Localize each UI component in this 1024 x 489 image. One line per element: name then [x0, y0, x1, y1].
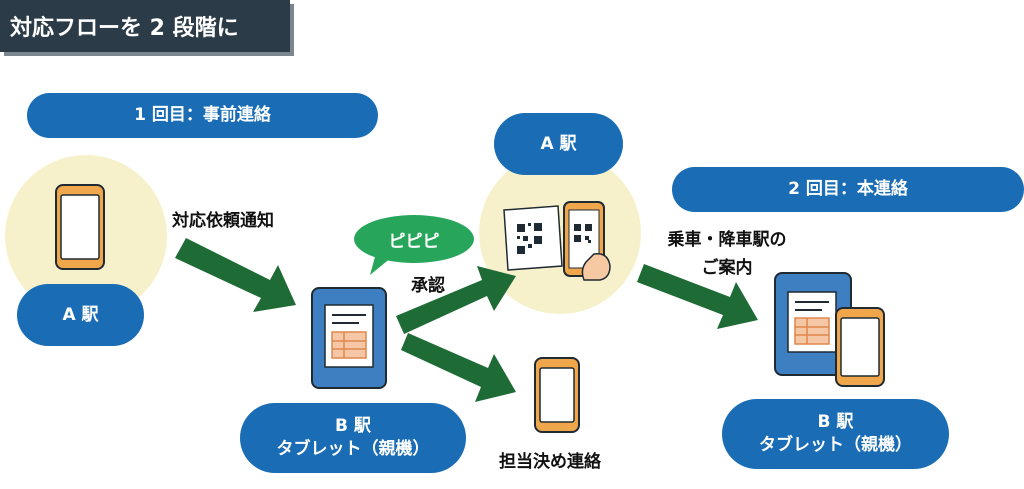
station-a-left-pill: A 駅	[17, 284, 144, 346]
station-a-left-label: A 駅	[62, 304, 99, 325]
station-b-center-pill: B 駅 タブレット（親機）	[240, 403, 466, 473]
station-a-center-label: A 駅	[540, 133, 577, 154]
tablet-with-phone	[774, 272, 886, 388]
label-decide: 担当決め連絡	[499, 452, 601, 472]
speech-bubble: ピピピ	[352, 213, 476, 277]
arrow-request	[175, 238, 296, 312]
arrow-decide	[401, 333, 516, 402]
label-guidance-line1: 乗車・降車駅の	[667, 230, 787, 250]
arrow-approve	[396, 266, 516, 334]
station-a-center-pill: A 駅	[494, 113, 623, 175]
station-b-right-pill: B 駅 タブレット（親機）	[722, 399, 949, 469]
arrow-guidance	[637, 264, 758, 329]
step2-label: 2 回目：本連絡	[788, 179, 908, 200]
step1-pill: 1 回目：事前連絡	[27, 93, 378, 138]
bubble-text: ピピピ	[388, 231, 440, 252]
step1-label: 1 回目：事前連絡	[134, 105, 271, 126]
tablet-icon	[774, 272, 852, 376]
label-approve: 承認	[411, 276, 445, 296]
smartphone-icon	[55, 184, 105, 270]
step2-pill: 2 回目：本連絡	[672, 167, 1024, 212]
smartphone-icon	[835, 307, 885, 387]
station-b-center-line2: タブレット（親機）	[276, 439, 430, 459]
station-b-right-line2: タブレット（親機）	[759, 435, 912, 455]
tablet-icon	[311, 287, 387, 389]
qr-scan-illustration	[498, 200, 623, 282]
label-guidance: 乗車・降車駅の ご案内	[647, 225, 807, 278]
qr-code-icon	[503, 205, 563, 271]
page-title-text: 対応フローを 2 段階に	[10, 16, 239, 41]
smartphone-icon	[534, 357, 580, 433]
label-guidance-line2: ご案内	[701, 258, 753, 278]
station-b-right-line1: B 駅	[817, 412, 854, 433]
page-title: 対応フローを 2 段階に	[0, 0, 290, 52]
label-request: 対応依頼通知	[172, 211, 274, 231]
station-b-center-line1: B 駅	[335, 416, 371, 437]
